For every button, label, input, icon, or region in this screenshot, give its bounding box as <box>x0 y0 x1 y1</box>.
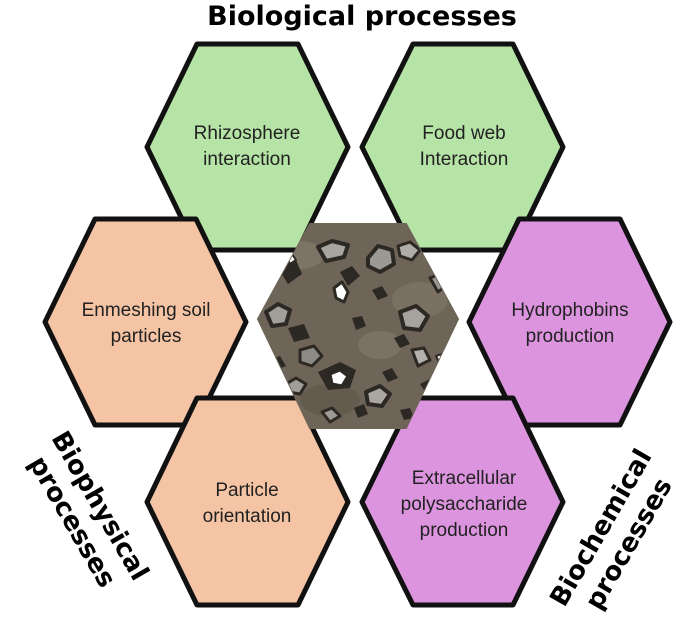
hex-extracellular-line-3: production <box>420 520 509 541</box>
soil-stone-grey <box>366 244 396 274</box>
soil-stone-dark <box>288 324 310 342</box>
hex-rhizosphere-line-1: Rhizosphere <box>194 123 301 144</box>
soil-stone-dark <box>400 408 414 420</box>
soil-stone-grey <box>320 406 342 424</box>
hex-hydrophobins-line-1: Hydrophobins <box>511 300 628 321</box>
hex-extracellular-shape <box>359 395 566 608</box>
soil-pore-white <box>328 368 350 388</box>
hex-enmeshing-line-2: particles <box>111 326 182 347</box>
hex-enmeshing-line-1: Enmeshing soil <box>82 300 211 321</box>
hex-rhizosphere-line-2: interaction <box>203 149 291 170</box>
hex-hydrophobins-shape <box>466 216 673 428</box>
soil-mottle <box>358 331 402 359</box>
hex-hydrophobins-line-2: production <box>526 326 615 347</box>
soil-stone-grey <box>396 240 422 262</box>
soil-stone-grey <box>364 384 392 408</box>
soil-stone-grey <box>264 302 292 328</box>
hex-extracellular-line-1: Extracellular <box>412 468 517 489</box>
soil-stone-dark <box>352 316 366 330</box>
soil-pore-white <box>332 280 350 304</box>
hex-enmeshing-soil-particles: Enmeshing soil particles <box>42 216 249 428</box>
soil-stone-dark <box>354 404 368 418</box>
biophysical-processes-title: Biophysical processes <box>22 426 154 593</box>
soil-stone-dark <box>372 286 388 300</box>
biological-processes-title: Biological processes <box>207 1 517 32</box>
soil-stone-grey <box>398 304 430 332</box>
soil-stone-grey <box>316 239 350 263</box>
hex-particle-orientation-line-1: Particle <box>215 480 278 501</box>
soil-stone-dark <box>394 334 410 348</box>
hex-extracellular-line-2: polysaccharide <box>401 494 528 515</box>
hex-hydrophobins-production: Hydrophobins production <box>466 216 673 428</box>
hex-particle-orientation-shape <box>144 395 351 608</box>
soil-stone-dark <box>382 368 398 382</box>
soil-aggregate-icon <box>256 223 460 429</box>
soil-mottle <box>300 384 360 416</box>
biochemical-processes-title: Biochemical processes <box>544 444 678 615</box>
soil-stone-dark <box>340 266 360 286</box>
soil-stone-grey <box>410 346 432 368</box>
hex-particle-orientation: Particle orientation <box>144 395 351 608</box>
hex-food-web-line-1: Food web <box>422 123 505 144</box>
hex-extracellular-polysaccharide-production: Extracellular polysaccharide production <box>359 395 566 608</box>
hex-food-web-line-2: Interaction <box>420 149 509 170</box>
soil-stone-grey <box>298 344 324 368</box>
hex-food-web-interaction: Food web Interaction <box>359 41 566 253</box>
hex-particle-orientation-line-2: orientation <box>203 506 292 527</box>
